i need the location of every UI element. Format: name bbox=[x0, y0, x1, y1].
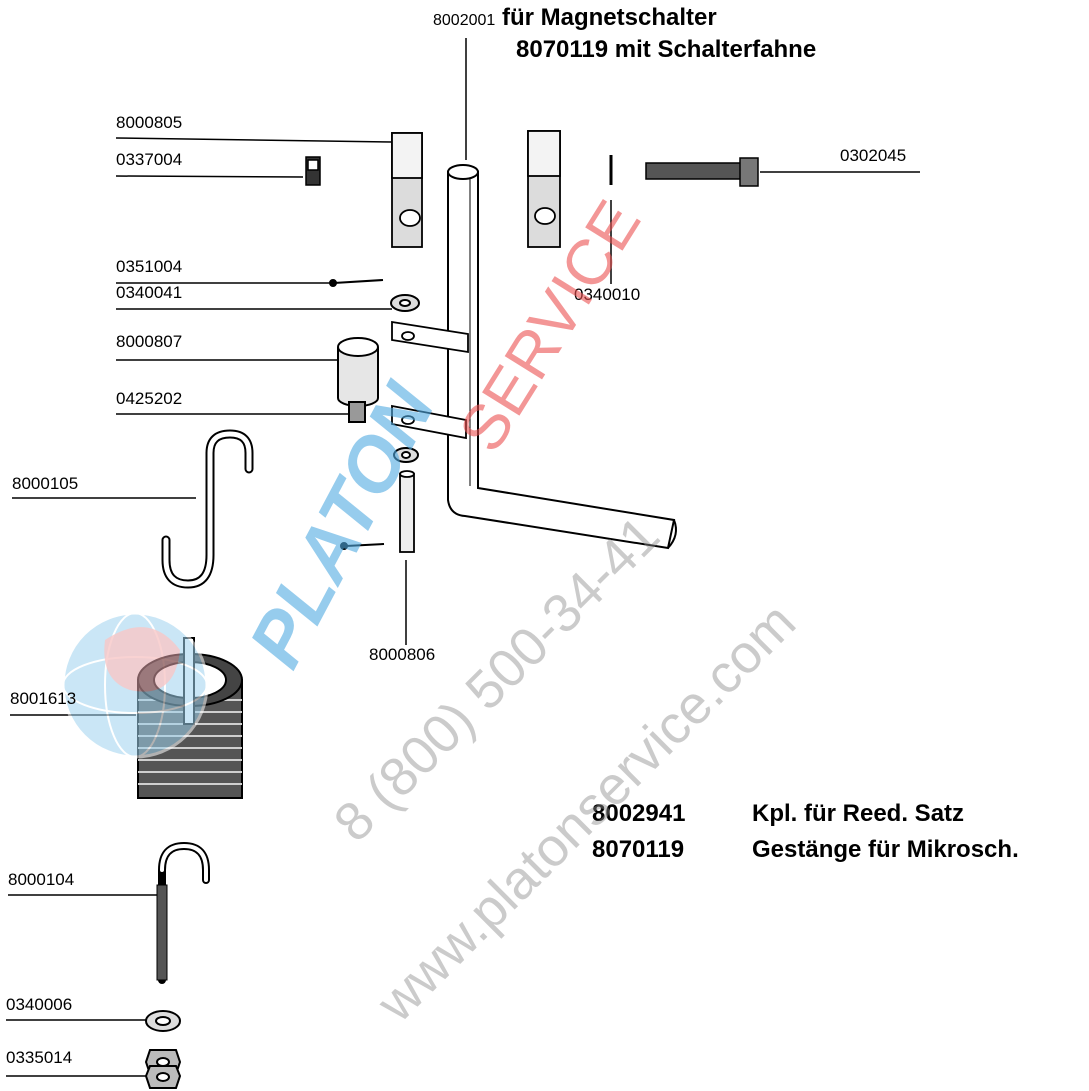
part-label-8001613: 8001613 bbox=[10, 689, 77, 708]
block-right bbox=[527, 130, 561, 248]
part-label-0340006: 0340006 bbox=[6, 995, 73, 1014]
legend-code-2: 8070119 bbox=[592, 836, 685, 863]
leader-8000805 bbox=[115, 137, 393, 143]
nut-0337004 bbox=[305, 156, 321, 186]
part-label-8000104: 8000104 bbox=[8, 870, 75, 889]
part-label-0302045: 0302045 bbox=[840, 146, 907, 165]
header-line1-code: 8002001 bbox=[433, 12, 496, 29]
split-pin-0351004 bbox=[329, 279, 384, 287]
split-pin-lower bbox=[340, 542, 385, 550]
header-line2: 8070119 mit Schalterfahne bbox=[516, 36, 817, 63]
part-label-0337004: 0337004 bbox=[116, 150, 183, 169]
part-label-0340010: 0340010 bbox=[574, 285, 641, 304]
legend-code-1: 8002941 bbox=[592, 800, 686, 827]
part-label-8000806: 8000806 bbox=[369, 645, 436, 664]
part-label-0335014: 0335014 bbox=[6, 1048, 73, 1067]
part-label-8000105: 8000105 bbox=[12, 474, 79, 493]
washer-0340041 bbox=[390, 294, 420, 312]
cylinder-8000807 bbox=[337, 337, 379, 423]
leader-lines bbox=[6, 38, 920, 1077]
washer-lower bbox=[393, 447, 419, 463]
part-label-0351004: 0351004 bbox=[116, 257, 183, 276]
l-rod bbox=[447, 164, 677, 550]
part-label-0340041: 0340041 bbox=[116, 283, 183, 302]
block-8000805 bbox=[391, 132, 423, 248]
part-label-8000805: 8000805 bbox=[116, 113, 183, 132]
header-line1-text: für Magnetschalter bbox=[501, 4, 717, 31]
part-label-0425202: 0425202 bbox=[116, 389, 183, 408]
legend-text-1: Kpl. für Reed. Satz bbox=[752, 800, 965, 827]
j-bolt-8000104 bbox=[156, 841, 210, 984]
bracket-top bbox=[391, 320, 469, 354]
header-line1: 8002001 für Magnetschalter bbox=[433, 4, 717, 32]
washer-0340006 bbox=[145, 1010, 181, 1032]
pin-8000806 bbox=[399, 470, 415, 553]
part-label-8000807: 8000807 bbox=[116, 332, 183, 351]
nuts-0335014 bbox=[144, 1049, 182, 1089]
watermark-globe-icon bbox=[61, 611, 209, 759]
leader-0337004 bbox=[115, 175, 304, 178]
legend-text-2: Gestänge für Mikrosch. bbox=[752, 836, 1019, 863]
bracket-bottom bbox=[391, 404, 467, 440]
bolt-0302045 bbox=[645, 157, 759, 187]
